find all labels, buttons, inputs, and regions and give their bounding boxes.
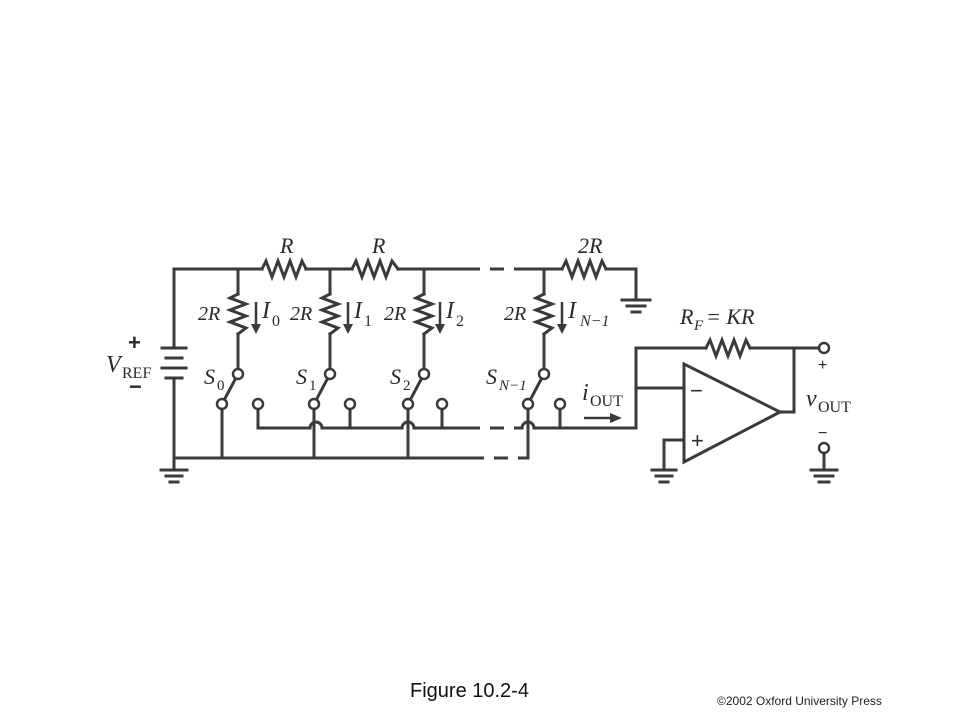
- svg-text:1: 1: [364, 313, 372, 330]
- svg-text:S: S: [204, 364, 215, 389]
- label-current-n-1: I N−1: [567, 298, 609, 330]
- ground-icon: [159, 468, 189, 484]
- svg-text:2: 2: [456, 313, 464, 330]
- opamp-minus-sign: −: [690, 378, 703, 403]
- feedback-resistor: [703, 335, 753, 361]
- arrow-head-icon: [557, 324, 567, 334]
- label-iout: i OUT: [582, 380, 623, 410]
- iout-arrow: [584, 413, 622, 423]
- svg-text:I: I: [261, 298, 271, 324]
- arrow-head-icon: [435, 324, 445, 334]
- label-vout: v OUT: [806, 386, 851, 416]
- label-feedback-resistor: R F = KR: [679, 304, 755, 334]
- resistor-2r-branch-0: [225, 291, 251, 337]
- branch-n-1: [521, 267, 567, 460]
- svg-text:I: I: [353, 298, 363, 324]
- ground-icon: [650, 468, 678, 484]
- svg-text:2: 2: [403, 378, 411, 394]
- svg-text:N−1: N−1: [579, 313, 609, 330]
- svg-text:0: 0: [217, 378, 225, 394]
- svg-text:OUT: OUT: [818, 399, 851, 416]
- resistor-2r-branch-n-1: [531, 291, 557, 337]
- branch-0: [215, 267, 265, 460]
- svg-text:I: I: [567, 298, 577, 324]
- svg-text:S: S: [390, 364, 401, 389]
- svg-text:V: V: [106, 352, 123, 378]
- svg-text:REF: REF: [122, 365, 151, 382]
- vout-plus-sign: +: [818, 357, 827, 374]
- label-2r-branch-1: 2R: [290, 303, 312, 325]
- resistor-2r-branch-2: [411, 291, 437, 337]
- vref-plus-sign: +: [128, 330, 141, 355]
- svg-text:i: i: [582, 380, 589, 406]
- ground-icon: [620, 298, 652, 314]
- svg-text:S: S: [486, 364, 497, 389]
- svg-text:I: I: [445, 298, 455, 324]
- figure-caption: Figure 10.2-4: [410, 680, 529, 702]
- svg-text:= KR: = KR: [706, 304, 755, 329]
- label-2r-branch-n-1: 2R: [504, 303, 526, 325]
- label-r-2: R: [371, 233, 386, 258]
- svg-text:OUT: OUT: [590, 393, 623, 410]
- arrow-head-icon: [251, 324, 261, 334]
- label-switch-0: S 0: [204, 364, 225, 394]
- svg-text:0: 0: [272, 313, 280, 330]
- label-2r-terminal: 2R: [578, 233, 603, 258]
- opamp-plus-sign: +: [691, 428, 704, 453]
- svg-text:v: v: [806, 386, 817, 412]
- svg-text:F: F: [693, 318, 704, 334]
- branch-2: [401, 267, 449, 460]
- label-r-1: R: [279, 233, 294, 258]
- label-current-0: I 0: [261, 298, 280, 330]
- vref-minus-sign: −: [129, 374, 142, 399]
- label-current-1: I 1: [353, 298, 372, 330]
- label-switch-1: S 1: [296, 364, 317, 394]
- resistor-2r-branch-1: [317, 291, 343, 337]
- svg-text:1: 1: [309, 378, 317, 394]
- copyright-notice: ©2002 Oxford University Press: [717, 694, 882, 708]
- arrow-head-icon: [610, 413, 622, 423]
- vout-plus-terminal: [817, 341, 831, 355]
- ground-rail: [172, 456, 530, 472]
- resistor-r-1: [259, 256, 309, 282]
- label-switch-2: S 2: [390, 364, 411, 394]
- label-vref: + V REF −: [106, 330, 151, 399]
- svg-text:N−1: N−1: [498, 378, 527, 394]
- ground-icon: [809, 468, 839, 484]
- svg-text:S: S: [296, 364, 307, 389]
- vout-minus-sign: −: [818, 425, 827, 442]
- label-2r-branch-2: 2R: [384, 303, 406, 325]
- label-switch-n-1: S N−1: [486, 364, 527, 394]
- resistor-r-2: [349, 256, 401, 282]
- resistor-2r-terminal: [559, 256, 609, 282]
- vref-source: [160, 267, 188, 460]
- arrow-head-icon: [343, 324, 353, 334]
- op-amp: [634, 361, 796, 472]
- label-2r-branch-0: 2R: [198, 303, 220, 325]
- svg-text:R: R: [679, 304, 694, 329]
- top-rail: [172, 256, 638, 302]
- branch-1: [307, 267, 357, 460]
- label-current-2: I 2: [445, 298, 464, 330]
- feedback-network: [634, 335, 822, 414]
- switch-0-contact: [231, 367, 245, 381]
